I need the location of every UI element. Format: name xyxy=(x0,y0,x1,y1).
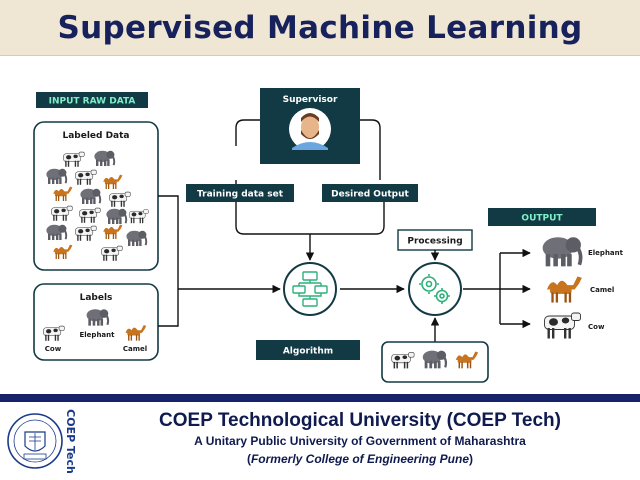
output-elephant-icon xyxy=(540,235,583,268)
footer: COEP Tech COEP Technological University … xyxy=(0,402,640,480)
output-camel-label: Camel xyxy=(590,286,614,294)
gears-icon xyxy=(419,274,450,304)
processing-node xyxy=(408,262,462,316)
labeled-data-title: Labeled Data xyxy=(62,131,129,141)
labels-title: Labels xyxy=(80,293,113,303)
labels-cow: Cow xyxy=(45,345,62,353)
training-data-set-label: Training data set xyxy=(197,190,284,200)
output-cow-label: Cow xyxy=(588,323,605,331)
coep-tech-vertical-logo: COEP Tech xyxy=(63,408,77,474)
labels-camel: Camel xyxy=(123,345,147,353)
flowchart-icon xyxy=(292,271,328,307)
labels-box: Labels Cow Elephant Camel xyxy=(33,283,159,361)
input-connectors xyxy=(158,195,281,327)
university-seal-icon xyxy=(7,413,63,469)
desired-output-label: Desired Output xyxy=(331,190,409,200)
labels-elephant: Elephant xyxy=(80,331,116,339)
title-bar: Supervised Machine Learning xyxy=(0,0,640,56)
university-name: COEP Technological University (COEP Tech… xyxy=(159,410,561,431)
processing-tag: Processing xyxy=(397,229,473,251)
output-cow-icon xyxy=(543,312,582,340)
page-title: Supervised Machine Learning xyxy=(57,9,583,46)
desired-output-tag: Desired Output xyxy=(322,184,418,202)
input-raw-data-text: INPUT RAW DATA xyxy=(49,97,136,107)
new-data-box xyxy=(381,341,489,383)
labeled-data-box: Labeled Data xyxy=(33,121,159,271)
output-camel-icon xyxy=(547,276,582,303)
footer-divider xyxy=(0,394,640,402)
supervised-learning-diagram: INPUT RAW DATA Labeled Data xyxy=(33,88,624,383)
supervisor-label: Supervisor xyxy=(283,95,338,105)
algorithm-tag: Algorithm xyxy=(256,340,360,360)
output-connectors xyxy=(463,248,531,329)
output-header-text: OUTPUT xyxy=(521,214,563,224)
university-former-name: (Formerly College of Engineering Pune) xyxy=(246,452,474,466)
supervisor-avatar-icon xyxy=(289,108,331,150)
algorithm-node xyxy=(283,262,337,316)
input-raw-data-header: INPUT RAW DATA xyxy=(36,92,148,108)
processing-label: Processing xyxy=(407,237,462,247)
output-elephant-label: Elephant xyxy=(588,249,624,257)
university-subtitle: A Unitary Public University of Governmen… xyxy=(194,434,526,448)
algorithm-label: Algorithm xyxy=(283,347,333,357)
output-header: OUTPUT xyxy=(488,208,596,226)
training-data-set-tag: Training data set xyxy=(186,184,294,202)
supervisor-box: Supervisor xyxy=(235,88,381,180)
